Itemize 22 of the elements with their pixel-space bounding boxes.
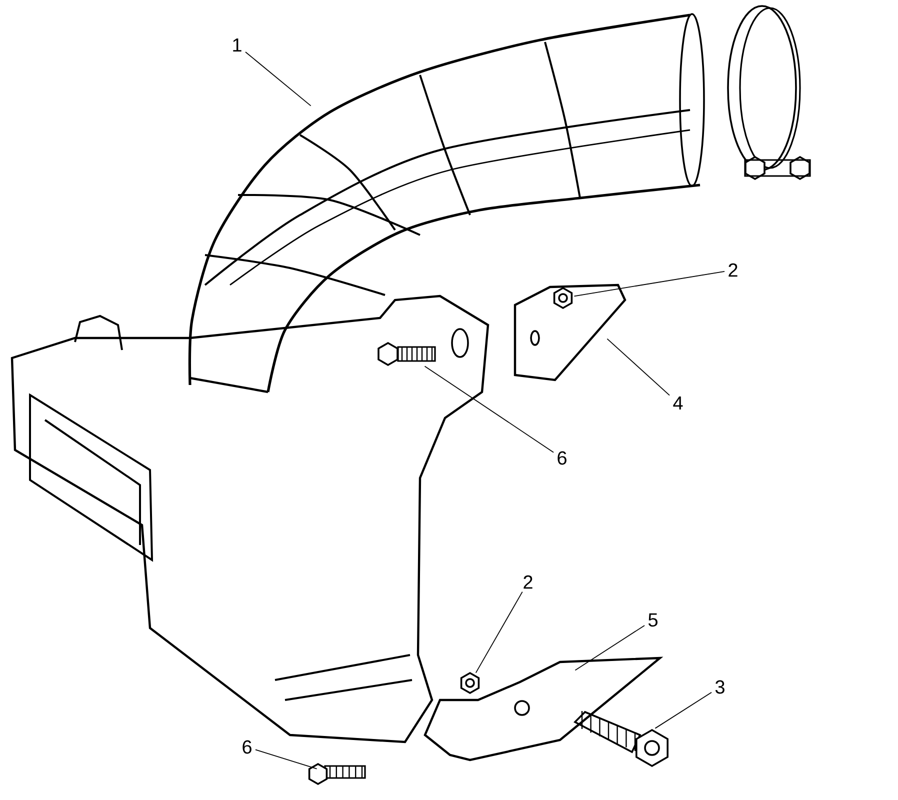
callout-number: 2 — [524, 575, 532, 589]
callout-number: 4 — [673, 396, 683, 410]
nut-drawing — [460, 672, 480, 694]
leader-line — [245, 52, 312, 106]
leader-line — [606, 338, 670, 396]
callout-number: 3 — [715, 680, 724, 694]
callout-number: 5 — [648, 613, 658, 627]
leader-line — [654, 692, 712, 729]
bracket-drawing — [424, 656, 664, 762]
bolt-drawing — [308, 762, 366, 786]
leader-line — [424, 366, 554, 453]
duct-drawing — [188, 13, 705, 394]
leader-line — [574, 270, 725, 297]
callout-number: 6 — [558, 451, 566, 465]
callout-number: 6 — [242, 740, 252, 754]
leader-line — [475, 591, 523, 674]
bracket-drawing — [514, 284, 626, 382]
nut-drawing — [553, 286, 573, 310]
callout-number: 2 — [728, 263, 738, 277]
leader-line — [574, 625, 645, 671]
bolt-drawing — [378, 342, 436, 366]
leader-line — [255, 749, 318, 770]
